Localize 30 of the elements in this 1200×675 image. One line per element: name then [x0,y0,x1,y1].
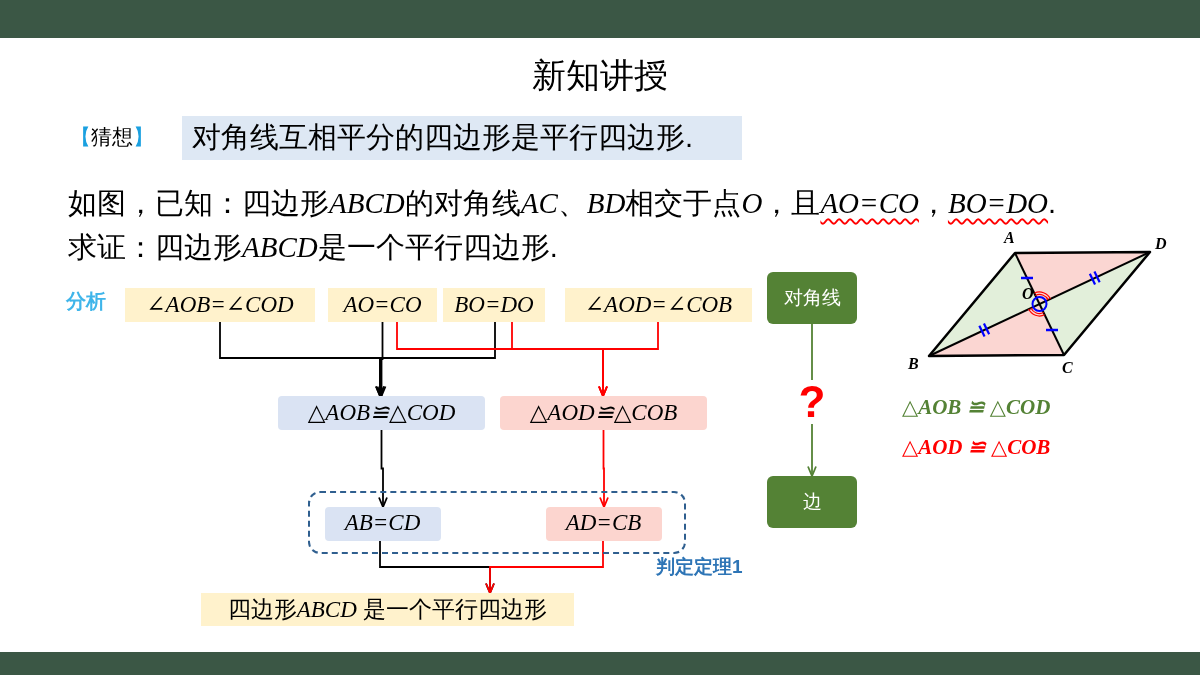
congruence-box: △AOB≌△COD [278,396,485,430]
condition-box: BO=DO [443,288,545,322]
conclusion-box: 四边形ABCD 是一个平行四边形 [201,593,574,626]
condition-box: ∠AOB=∠COD [125,288,315,322]
concept-box: 边 [767,476,857,528]
connector-arrow [485,540,604,594]
connector-arrow [599,429,609,508]
proof-goal: 求证：四边形ABCD是一个平行四边形. [68,230,558,265]
congruence-box: △AOD≌△COB [500,396,707,430]
congruence-box: AD=CB [545,506,662,541]
congruence-statement: △AOD ≌ △COB [902,435,1051,461]
analysis-tag: 分析 [66,289,106,313]
conjecture-band: 对角线互相平分的四边形是平行四边形. [182,116,742,160]
congruence-statement: △AOB ≌ △COD [902,395,1051,421]
connector-arrow [375,321,496,397]
vertex-label: C [1062,360,1073,376]
connector-arrow [598,321,659,397]
vertex-label: A [1004,230,1015,246]
congruence-box: AB=CD [324,506,441,541]
slide-title: 新知讲授 [532,55,668,96]
connector-arrow [378,429,388,508]
connector-arrow [376,321,387,397]
concept-box: 对角线 [767,272,857,324]
conjecture-tag: 【猜想】 [70,124,154,150]
condition-box: ∠AOD=∠COB [565,288,752,322]
vertex-label: B [908,356,919,372]
condition-box: AO=CO [328,288,437,322]
vertex-label: D [1155,236,1167,252]
group-caption: 判定定理1 [656,556,743,579]
given-statement: 如图，已知：四边形ABCD的对角线AC、BD相交于点O，且AO=CO，BO=DO. [68,186,1057,221]
